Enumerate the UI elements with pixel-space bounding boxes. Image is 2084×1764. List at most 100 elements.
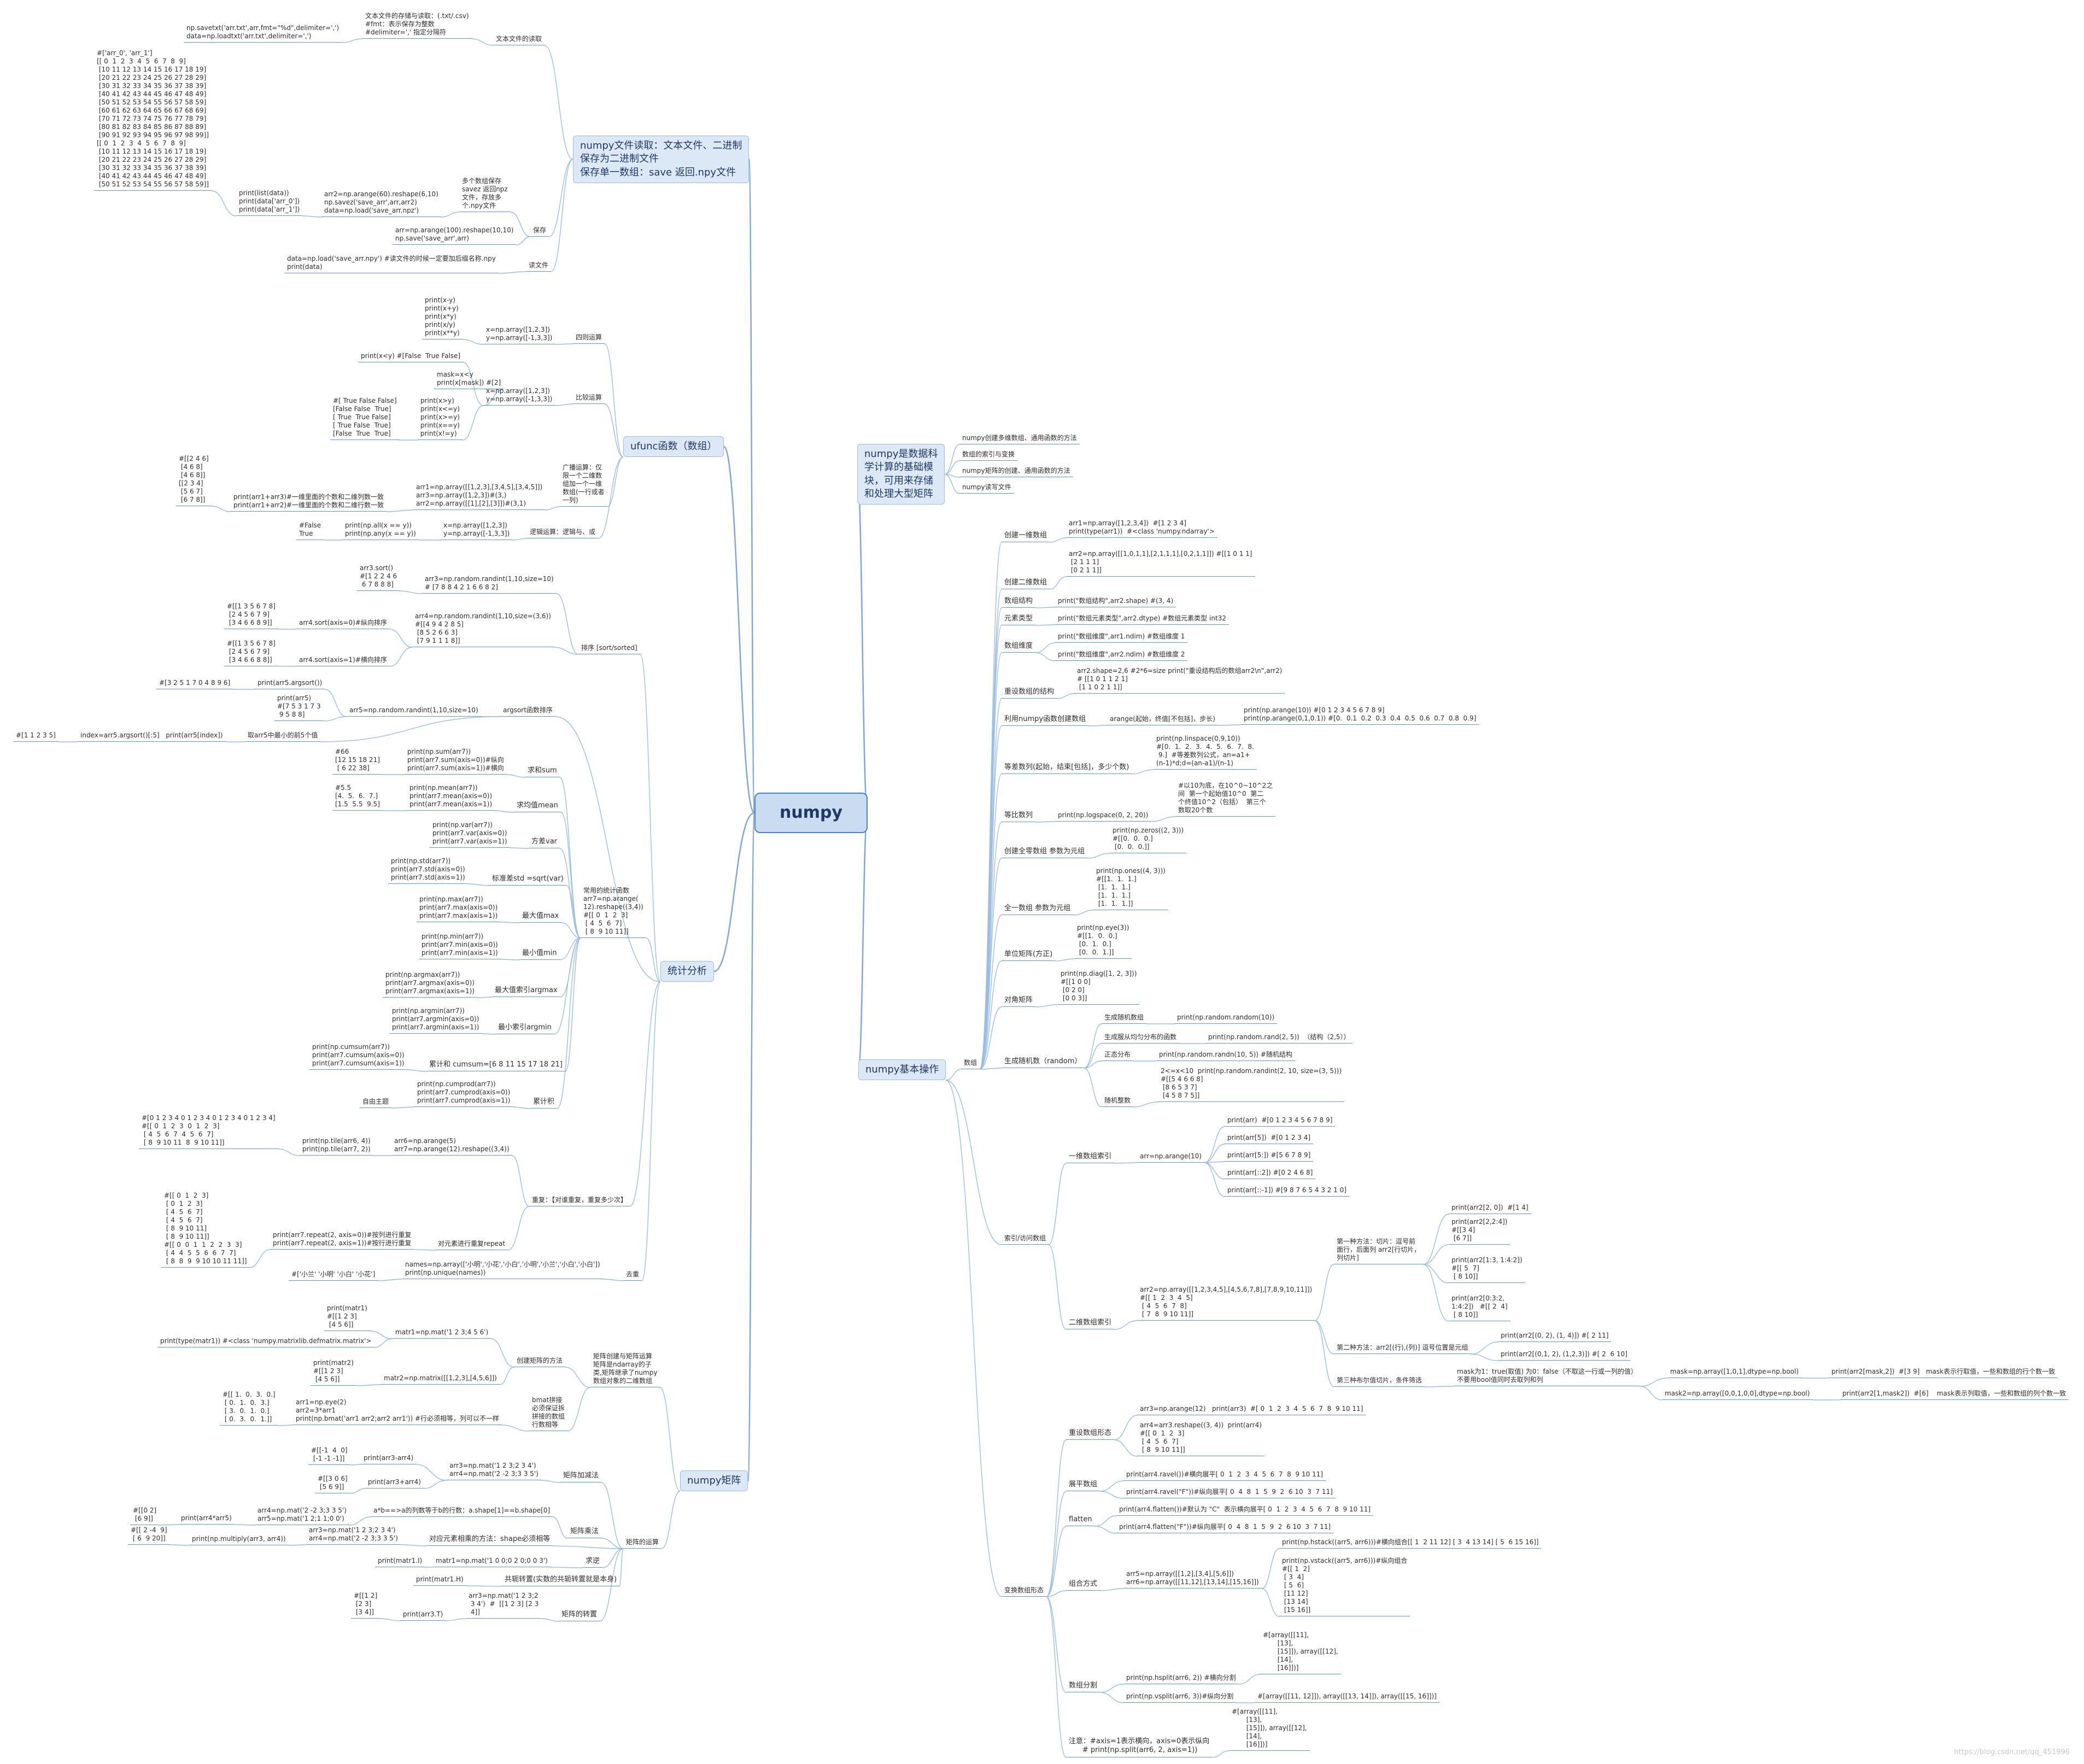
topic-v4a2[interactable]: print(np.vstack((arr5, arr6)))#纵向组合 #[[ … (1279, 1556, 1410, 1616)
topic-s3bcv[interactable]: #5.5 [4. 5. 6. 7.] [1.5 5.5 9.5] (332, 783, 383, 811)
topic-m2b[interactable]: #[[ 1. 0. 3. 0.] [ 0. 1. 0. 3.] [ 3. 0. … (220, 1390, 278, 1426)
topic-a1[interactable]: 创建一维数组 (1002, 530, 1050, 543)
topic-s1b[interactable]: arr4=np.random.randint(1,10,size=(3,6)) … (412, 611, 554, 647)
topic-m3c2[interactable]: print(np.multiply(arr3, arr4)) (189, 1534, 289, 1545)
topic-m3[interactable]: 矩阵的运算 (623, 1537, 662, 1549)
topic-v2a[interactable]: print(arr4.ravel())#横向展平[ 0 1 2 3 4 5 6 … (1123, 1469, 1326, 1481)
topic-s3hc[interactable]: print(np.argmin(arr7)) print(arr7.argmin… (389, 1006, 482, 1034)
topic-r1d[interactable]: numpy读写文件 (959, 482, 1014, 494)
topic-u3[interactable]: 广播运算：仅 限一个二维数 组加一个一维 数组(一行或者 一列) (560, 462, 607, 507)
topic-a9ac[interactable]: #以10为底，在10^0~10^2之 间 第一个起始值10^0 第二 个终值10… (1175, 781, 1276, 817)
topic-u1a[interactable]: x=np.array([1,2,3]) y=np.array([-1,3,3]) (483, 325, 555, 344)
topic-m3e[interactable]: 共轭转置(实数的共轭转置就是本身) (502, 1574, 620, 1587)
topic-m3b0[interactable]: a*b==>a的列数等于b的行数：a.shape[1]==b.shape[0] (371, 1505, 553, 1517)
topic-m0[interactable]: 矩阵创建与矩阵运算 矩阵是ndarray的子 类,矩阵继承了numpy 数组对象… (590, 1351, 660, 1387)
topic-u4[interactable]: 逻辑运算：逻辑与、或 (527, 527, 599, 538)
topic-a2c[interactable]: arr2=np.array([[1,0,1,1],[2,1,1,1],[0,2,… (1066, 549, 1255, 577)
topic-l1b1b[interactable]: print(list(data)) print(data['arr_0']) p… (236, 188, 303, 216)
topic-m3a2[interactable]: print(arr3+arr4) (365, 1477, 424, 1488)
topic-a8[interactable]: 等差数列(起始，结束[包括]，多少个数) (1002, 762, 1132, 775)
topic-a7a[interactable]: arange(起始，终值[不包括]，步长) (1107, 714, 1218, 725)
topic-u4b[interactable]: print(np.all(x == y)) print(np.any(x == … (342, 520, 419, 540)
topic-a4[interactable]: 元素类型 (1002, 613, 1036, 626)
topic-i2d1b[interactable]: mask2=np.array([0,0,1,0,0],dtype=np.bool… (1662, 1388, 1813, 1400)
topic-u2c[interactable]: mask=x<y print(x[mask]) #[2] (434, 370, 504, 389)
topic-v5a[interactable]: print(np.hsplit(arr6, 2)) #横向分割 (1123, 1673, 1239, 1684)
topic-v2b[interactable]: print(arr4.ravel("F"))#纵向展平[ 0 4 8 1 5 9… (1123, 1487, 1336, 1498)
topic-v6c[interactable]: #[array([[11], [13], [15]]), array([[12]… (1229, 1707, 1310, 1751)
topic-v5bc[interactable]: #[array([[11, 12]]), array([[13, 14]]), … (1255, 1691, 1439, 1703)
topic-s2b[interactable]: 取arr5中最小的前5个值 (245, 730, 321, 742)
topic-a14dc[interactable]: 2<=x<10 print(np.random.randint(2, 10, s… (1158, 1066, 1345, 1102)
topic-m3c[interactable]: 对应元素相乘的方法：shape必须相等 (426, 1534, 553, 1546)
topic-m2a[interactable]: arr1=np.eye(2) arr2=3*arr1 print(np.bmat… (293, 1397, 502, 1425)
branch-topic-l1[interactable]: numpy文件读取：文本文件、二进制 保存为二进制文件 保存单一数组：save … (573, 136, 750, 183)
topic-a14d[interactable]: 随机整数 (1102, 1095, 1134, 1107)
topic-s3c[interactable]: 方差var (529, 836, 560, 849)
topic-a13c[interactable]: print(np.diag([1, 2, 3])) #[[1 0 0] [0 2… (1058, 969, 1140, 1005)
branch-topic-l3[interactable]: 统计分析 (660, 961, 714, 982)
topic-m3c3[interactable]: #[[ 2 -4 9] [ 6 9 20]] (128, 1525, 170, 1545)
topic-i1a3[interactable]: print(arr[5:]) #[5 6 7 8 9] (1225, 1150, 1314, 1162)
topic-a7ac[interactable]: print(np.arange(10)) #[0 1 2 3 4 5 6 7 8… (1241, 705, 1479, 725)
topic-s2b2[interactable]: #[1 1 2 3 5] (13, 730, 58, 742)
topic-v5b[interactable]: print(np.vsplit(arr6, 3))#纵向分割 (1123, 1691, 1237, 1703)
topic-i2b4[interactable]: print(arr2[0:3:2, 1:4:2]) #[[ 2 4] [ 8 1… (1449, 1293, 1511, 1321)
topic-m1a2[interactable]: print(type(matr1)) #<class 'numpy.matrix… (157, 1336, 374, 1347)
topic-a3[interactable]: 数组结构 (1002, 596, 1036, 608)
topic-l1c1[interactable]: data=np.load('save_arr.npy') #读文件的时候一定要加… (284, 254, 499, 273)
topic-s3dc[interactable]: print(np.std(arr7)) print(arr7.std(axis=… (388, 856, 468, 884)
topic-i2d[interactable]: 第三种布尔值切片，条件筛选 (1334, 1375, 1425, 1387)
topic-u1b[interactable]: print(x-y) print(x+y) print(x*y) print(x… (422, 295, 463, 339)
topic-s1a[interactable]: arr3=np.random.randint(1,10,size=10) # [… (422, 574, 557, 594)
topic-v6[interactable]: 注意：#axis=1表示横向，axis=0表示纵向 # print(np.spl… (1066, 1736, 1213, 1757)
topic-v3a[interactable]: print(arr4.flatten())#默认为 "C" 表示横向展平[ 0 … (1116, 1504, 1373, 1516)
topic-i1[interactable]: 一维数组索引 (1066, 1151, 1115, 1164)
topic-s3[interactable]: 常用的统计函数 arr7=np.arange( 12).reshape((3,4… (581, 886, 646, 938)
topic-a12c[interactable]: print(np.eye(3)) #[[1. 0. 0.] [0. 1. 0.]… (1074, 923, 1132, 959)
topic-s5a[interactable]: names=np.array(['小明','小花','小白','小明','小兰'… (402, 1259, 603, 1279)
topic-a13[interactable]: 对角矩阵 (1002, 995, 1036, 1007)
topic-s1a1[interactable]: arr3.sort() #[1 2 2 4 6 6 7 8 8 8] (357, 563, 400, 591)
branch-topic-l4[interactable]: numpy矩阵 (680, 1470, 748, 1492)
topic-i2a[interactable]: arr2=np.array([[1,2,3,4,5],[4,5,6,7,8],[… (1137, 1285, 1315, 1321)
topic-m3a0[interactable]: arr3=np.mat('1 2 3;2 3 4') arr4=np.mat('… (447, 1461, 541, 1480)
topic-i2b3[interactable]: print(arr2[1:3, 1:4:2]) #[[ 5 7] [ 8 10]… (1449, 1255, 1525, 1283)
topic-i2d1b1[interactable]: print(arr2[1,mask2]) #[6] mask表示列取值，一些和数… (1840, 1388, 2069, 1400)
topic-s4b1[interactable]: print(arr7.repeat(2, axis=0))#按列进行重复 pri… (270, 1230, 414, 1250)
topic-v3b[interactable]: print(arr4.flatten("F"))#纵向展平[ 0 4 8 1 5… (1116, 1522, 1334, 1533)
topic-l1b1a[interactable]: arr2=np.arange(60).reshape(6,10) np.save… (321, 189, 441, 217)
topic-u3a[interactable]: arr1=np.array([[1,2,3],[3,4,5],[3,4,5]])… (413, 482, 546, 510)
topic-l1b[interactable]: 保存 (530, 225, 549, 237)
topic-a5c1[interactable]: print("数组维度",arr1.ndim) #数组维度 1 (1055, 631, 1188, 643)
topic-s1b1c[interactable]: #[[1 3 5 6 7 8] [2 4 5 6 7 9] [3 4 6 6 8… (224, 601, 278, 629)
topic-v1[interactable]: 重设数组形态 (1066, 1428, 1115, 1440)
topic-v4a[interactable]: arr5=np.array([[1,2],[3,4],[5,6]]) arr6=… (1123, 1569, 1262, 1589)
topic-s4a1c[interactable]: #[0 1 2 3 4 0 1 2 3 4 0 1 2 3 4 0 1 2 3 … (139, 1113, 278, 1149)
topic-s3bc[interactable]: print(np.mean(arr7)) print(arr7.mean(axi… (407, 783, 495, 811)
topic-v4a1[interactable]: print(np.hstack((arr5, arr6)))#横向组合[[ 1 … (1279, 1537, 1542, 1549)
topic-m1a1[interactable]: print(matr1) #[[1 2 3] [4 5 6]] (324, 1303, 370, 1331)
topic-m3a1c[interactable]: #[[-1 4 0] [-1 -1 -1]] (308, 1445, 350, 1465)
topic-s3ic[interactable]: print(np.cumsum(arr7)) print(arr7.cumsum… (309, 1042, 407, 1070)
topic-s3ec[interactable]: print(np.max(arr7)) print(arr7.max(axis=… (417, 894, 501, 922)
topic-l1b1c[interactable]: #['arr_0', 'arr_1'] [[ 0 1 2 3 4 5 6 7 8… (94, 48, 212, 191)
topic-i1a1[interactable]: print(arr) #[0 1 2 3 4 5 6 7 8 9] (1225, 1115, 1336, 1127)
topic-m2[interactable]: bmat拼接 必须保证拆 拼接的数组 行数相等 (529, 1395, 568, 1431)
topic-s3fc[interactable]: print(np.min(arr7)) print(arr7.min(axis=… (419, 931, 501, 959)
topic-u4a[interactable]: x=np.array([1,2,3]) y=np.array([-1,3,3]) (441, 520, 513, 540)
topic-s3jt[interactable]: 自由主题 (360, 1097, 392, 1108)
topic-r1b[interactable]: 数组的索引与变换 (959, 449, 1018, 461)
topic-a2[interactable]: 创建二维数组 (1002, 577, 1050, 590)
topic-m1b[interactable]: matr2=np.matrix([[1,2,3],[4,5,6]]) (381, 1373, 500, 1385)
topic-a14cc[interactable]: print(np.random.randn(10, 5)) #随机结构 (1156, 1050, 1295, 1061)
topic-i1a5[interactable]: print(arr[::-1]) #[9 8 7 6 5 4 3 2 1 0] (1225, 1185, 1349, 1197)
topic-s4a1[interactable]: print(np.tile(arr6, 4)) print(np.tile(ar… (300, 1136, 373, 1156)
topic-s3i[interactable]: 累计和 cumsum=[6 8 11 15 17 18 21] (426, 1059, 565, 1072)
topic-a5c2[interactable]: print("数组维度",arr2.ndim) #数组维度 2 (1055, 649, 1188, 661)
topic-i2d1a[interactable]: mask=np.array([1,0,1],dtype=np.bool) (1667, 1367, 1802, 1378)
topic-s4b1c[interactable]: #[[ 0 1 2 3] [ 0 1 2 3] [ 4 5 6 7] [ 4 5… (161, 1191, 250, 1268)
topic-i2d1[interactable]: mask为1：true(取值) 为0：false（不取这一行或一列的值） 不要用… (1454, 1367, 1640, 1386)
topic-v3[interactable]: flatten (1066, 1514, 1095, 1527)
topic-s3h[interactable]: 最小索引argmin (495, 1022, 554, 1035)
